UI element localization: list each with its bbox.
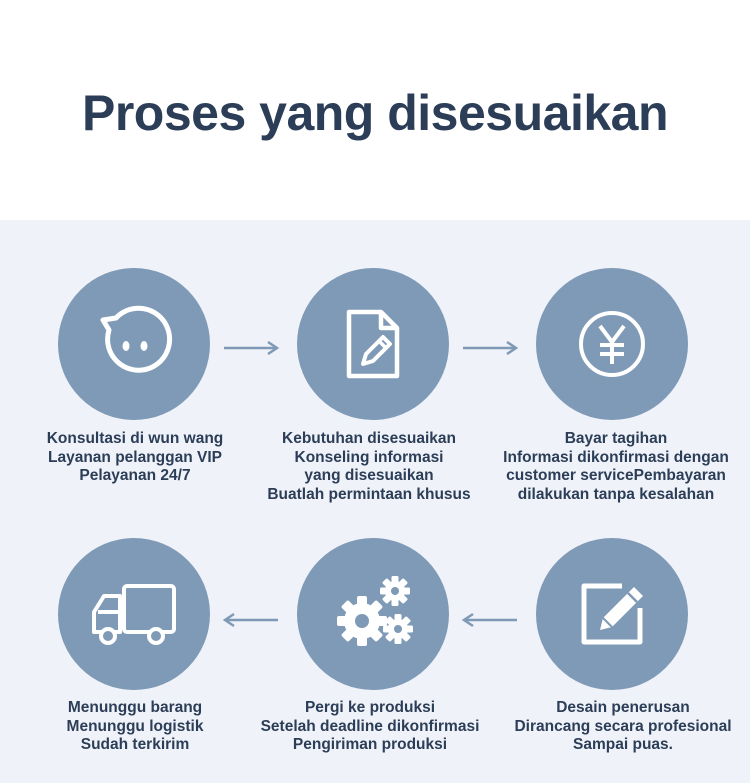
- step-6-line: Desain penerusan: [556, 699, 690, 716]
- step-3-caption: Bayar tagihan Informasi dikonfirmasi den…: [496, 430, 736, 504]
- arrow-left-icon: [461, 612, 517, 628]
- step-1-line: Layanan pelanggan VIP: [48, 448, 222, 466]
- step-3-line: customer servicePembayaran: [506, 467, 726, 484]
- step-2-line: Kebutuhan disesuaikan: [282, 430, 456, 447]
- step-2-caption: Kebutuhan disesuaikan Konseling informas…: [249, 430, 489, 504]
- step-1-caption: Konsultasi di wun wang Layanan pelanggan…: [15, 430, 255, 486]
- step-4-circle: [58, 538, 210, 690]
- pencil-edit-icon: [581, 583, 643, 645]
- step-5-circle: [297, 538, 449, 690]
- step-2-line: yang disesuaikan: [304, 467, 434, 484]
- gears-icon: [337, 576, 413, 646]
- step-2-circle: [297, 268, 449, 420]
- step-2-line: Buatlah permintaan khusus: [267, 485, 471, 503]
- arrow-right-icon: [224, 340, 280, 356]
- step-6-circle: [536, 538, 688, 690]
- delivery-truck-icon: [92, 584, 176, 645]
- step-4-caption: Menunggu barang Menunggu logistik Sudah …: [15, 699, 255, 755]
- document-edit-icon: [346, 309, 400, 379]
- step-6-caption: Desain penerusan Dirancang secara profes…: [503, 699, 743, 755]
- chat-bubble-icon: [100, 305, 173, 373]
- arrow-left-icon: [222, 612, 278, 628]
- step-3-line: dilakukan tanpa kesalahan: [517, 485, 715, 503]
- step-5-line: Pengiriman produksi: [292, 736, 448, 753]
- step-1-circle: [58, 268, 210, 420]
- step-5-line: Pergi ke produksi: [304, 699, 436, 716]
- step-6-line: Sampai puas.: [573, 736, 673, 753]
- step-4-line: Sudah terkirim: [80, 736, 190, 753]
- step-2-line: Konseling informasi: [294, 448, 444, 466]
- step-3-line: Informasi dikonfirmasi dengan: [503, 448, 729, 466]
- step-5-line: Setelah deadline dikonfirmasi: [260, 717, 480, 735]
- step-4-line: Menunggu logistik: [66, 717, 204, 735]
- step-6-line: Dirancang secara profesional: [514, 717, 732, 735]
- step-5-caption: Pergi ke produksi Setelah deadline dikon…: [250, 699, 490, 755]
- step-1-line: Pelayanan 24/7: [79, 467, 191, 484]
- step-3-line: Bayar tagihan: [564, 430, 668, 447]
- step-3-circle: [536, 268, 688, 420]
- page-title: Proses yang disesuaikan: [81, 85, 669, 141]
- step-1-line: Konsultasi di wun wang: [46, 430, 224, 447]
- yen-coin-icon: [579, 311, 645, 377]
- arrow-right-icon: [463, 340, 519, 356]
- step-4-line: Menunggu barang: [67, 699, 203, 716]
